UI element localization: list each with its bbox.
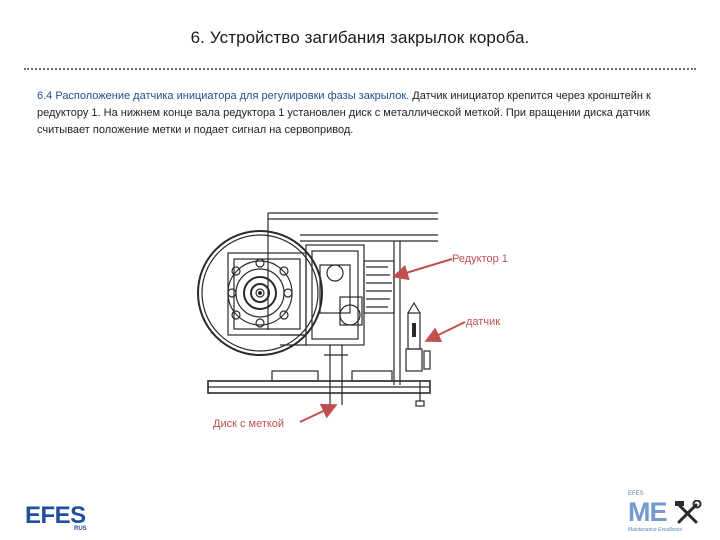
label-disk: Диск с меткой [213, 418, 285, 430]
me-logo-top: EFES [628, 491, 644, 497]
label-reducer: Редуктор 1 [452, 253, 508, 265]
label-sensor: датчик [466, 316, 501, 328]
wrench-hammer-icon [675, 500, 702, 524]
me-logo-sub: Maintenance Excellence [628, 527, 683, 533]
title-divider [24, 68, 696, 70]
efes-logo: EFES [25, 502, 86, 529]
efes-logo-sub: RUS [74, 526, 87, 532]
paragraph-body: Датчик инициатор крепится через кронштей… [37, 90, 651, 136]
me-logo: ME [628, 497, 667, 527]
reducer-assembly-drawing [197, 212, 438, 407]
slide-title: 6. Устройство загибания закрылок короба. [190, 28, 530, 47]
paragraph-lead: 6.4 Расположение датчика инициатора для … [37, 90, 410, 102]
description-paragraph: 6.4 Расположение датчика инициатора для … [37, 88, 667, 139]
